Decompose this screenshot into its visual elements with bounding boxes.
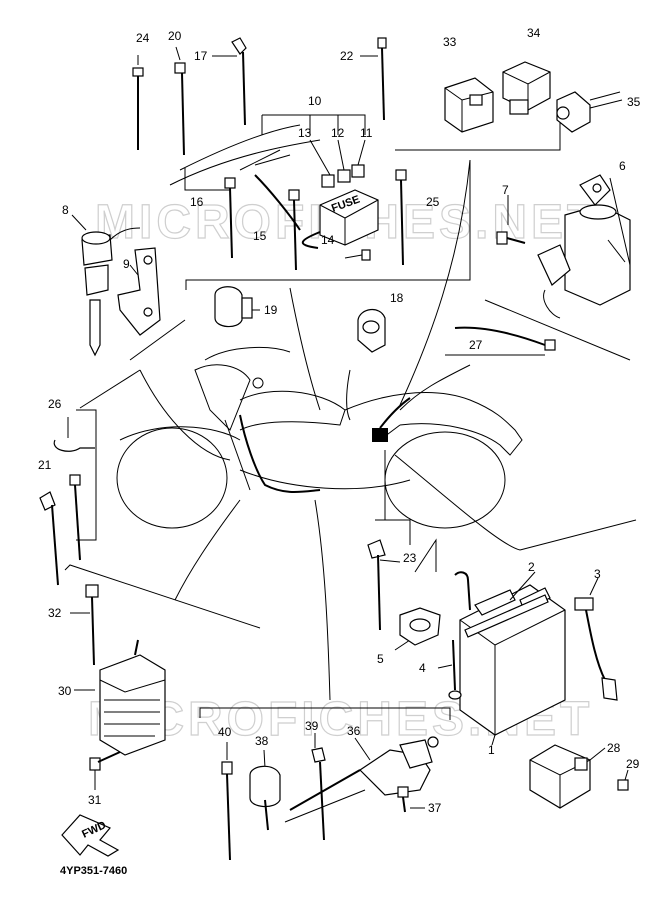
callout-28: 28 xyxy=(607,741,621,755)
part-7-bolt[interactable] xyxy=(496,195,526,245)
callout-25: 25 xyxy=(426,195,440,209)
callout-8: 8 xyxy=(62,203,69,217)
callout-13: 13 xyxy=(298,126,312,140)
callout-labels: 24 20 17 22 33 34 35 10 13 12 11 6 7 16 … xyxy=(38,26,641,815)
part-4-battery-cable[interactable] xyxy=(437,571,471,700)
part-19-clamp[interactable] xyxy=(214,286,260,328)
callout-17: 17 xyxy=(194,49,208,63)
callout-20: 20 xyxy=(168,29,182,43)
callout-40: 40 xyxy=(218,725,232,739)
callout-3: 3 xyxy=(594,567,601,581)
callout-19: 19 xyxy=(264,303,278,317)
callout-39: 39 xyxy=(305,719,319,733)
part-23-cable-tie[interactable] xyxy=(367,539,401,631)
part-3-battery-cable[interactable] xyxy=(574,577,618,701)
callout-10: 10 xyxy=(308,94,322,108)
part-40-cable-tie[interactable] xyxy=(221,742,233,861)
callout-16: 16 xyxy=(190,195,204,209)
callout-1: 1 xyxy=(488,743,495,757)
callout-22: 22 xyxy=(340,49,354,63)
leader-lines xyxy=(64,120,637,720)
callout-30: 30 xyxy=(58,684,72,698)
part-6-main-switch[interactable] xyxy=(537,174,631,319)
callout-18: 18 xyxy=(390,291,404,305)
part-15-cable-tie[interactable] xyxy=(288,189,300,271)
part-21-cable-tie[interactable] xyxy=(69,474,81,561)
part-37-screw[interactable] xyxy=(397,786,425,813)
part-33-relay[interactable] xyxy=(444,77,494,133)
part-14-screw[interactable] xyxy=(344,249,371,261)
callout-9: 9 xyxy=(123,257,130,271)
part-16-cable-tie[interactable] xyxy=(224,177,236,259)
part-20-cable-tie[interactable] xyxy=(174,46,186,156)
callout-12: 12 xyxy=(331,126,345,140)
part-5-holder[interactable] xyxy=(394,607,441,651)
callout-5: 5 xyxy=(377,652,384,666)
callout-38: 38 xyxy=(255,734,269,748)
callout-31: 31 xyxy=(88,793,102,807)
callout-11: 11 xyxy=(360,126,373,140)
fuse-box-group xyxy=(169,114,366,231)
part-30-rectifier[interactable] xyxy=(74,639,166,756)
callout-24: 24 xyxy=(136,31,150,45)
part-32-cable-tie[interactable] xyxy=(70,584,99,666)
part-36-horn-switch[interactable] xyxy=(284,736,439,823)
part-27-cable-tie[interactable] xyxy=(454,326,556,351)
callout-33: 33 xyxy=(443,35,457,49)
part-35-switch[interactable] xyxy=(556,91,623,133)
part-28-relay[interactable] xyxy=(529,744,606,809)
callout-15: 15 xyxy=(253,229,267,243)
part-18-clamp[interactable] xyxy=(357,309,386,353)
part-31-bolt[interactable] xyxy=(89,751,121,790)
callout-34: 34 xyxy=(527,26,541,40)
callout-27: 27 xyxy=(469,338,483,352)
part-39-cable-tie[interactable] xyxy=(311,733,326,841)
part-11-fuse[interactable] xyxy=(351,164,365,178)
callout-6: 6 xyxy=(619,159,626,173)
callout-14: 14 xyxy=(321,233,335,247)
fwd-arrow: FWD xyxy=(61,814,120,857)
callout-35: 35 xyxy=(627,95,641,109)
callout-4: 4 xyxy=(419,661,426,675)
callout-37: 37 xyxy=(428,801,442,815)
callout-36: 36 xyxy=(347,724,361,738)
part-22-cable-tie[interactable] xyxy=(360,37,387,121)
callout-2: 2 xyxy=(528,560,535,574)
part-13-fuse[interactable] xyxy=(321,174,335,188)
part-12-fuse[interactable] xyxy=(337,169,351,183)
part-38-clamp[interactable] xyxy=(249,749,281,831)
callout-26: 26 xyxy=(48,397,62,411)
part-17-clamp-tie[interactable] xyxy=(212,37,247,126)
motorcycle-silhouette xyxy=(116,346,523,529)
diagram-code: 4YP351-7460 xyxy=(60,865,127,877)
callout-23: 23 xyxy=(403,551,417,565)
part-8-horn[interactable] xyxy=(71,214,141,357)
part-24-cable-tie[interactable] xyxy=(132,55,144,150)
part-25-cable-tie[interactable] xyxy=(395,169,407,266)
callout-7: 7 xyxy=(502,183,509,197)
part-15-fuse-box[interactable]: FUSE xyxy=(301,189,379,249)
part-26-clip[interactable] xyxy=(53,417,95,452)
part-9-bracket[interactable] xyxy=(117,247,161,336)
part-34-relay[interactable] xyxy=(502,61,551,115)
part-29-bolt[interactable] xyxy=(617,769,629,791)
callout-32: 32 xyxy=(48,606,62,620)
callout-29: 29 xyxy=(626,757,640,771)
callout-21: 21 xyxy=(38,458,52,472)
part-21b-clamp-tie[interactable] xyxy=(39,491,59,586)
part-2-battery-band[interactable] xyxy=(464,571,549,638)
